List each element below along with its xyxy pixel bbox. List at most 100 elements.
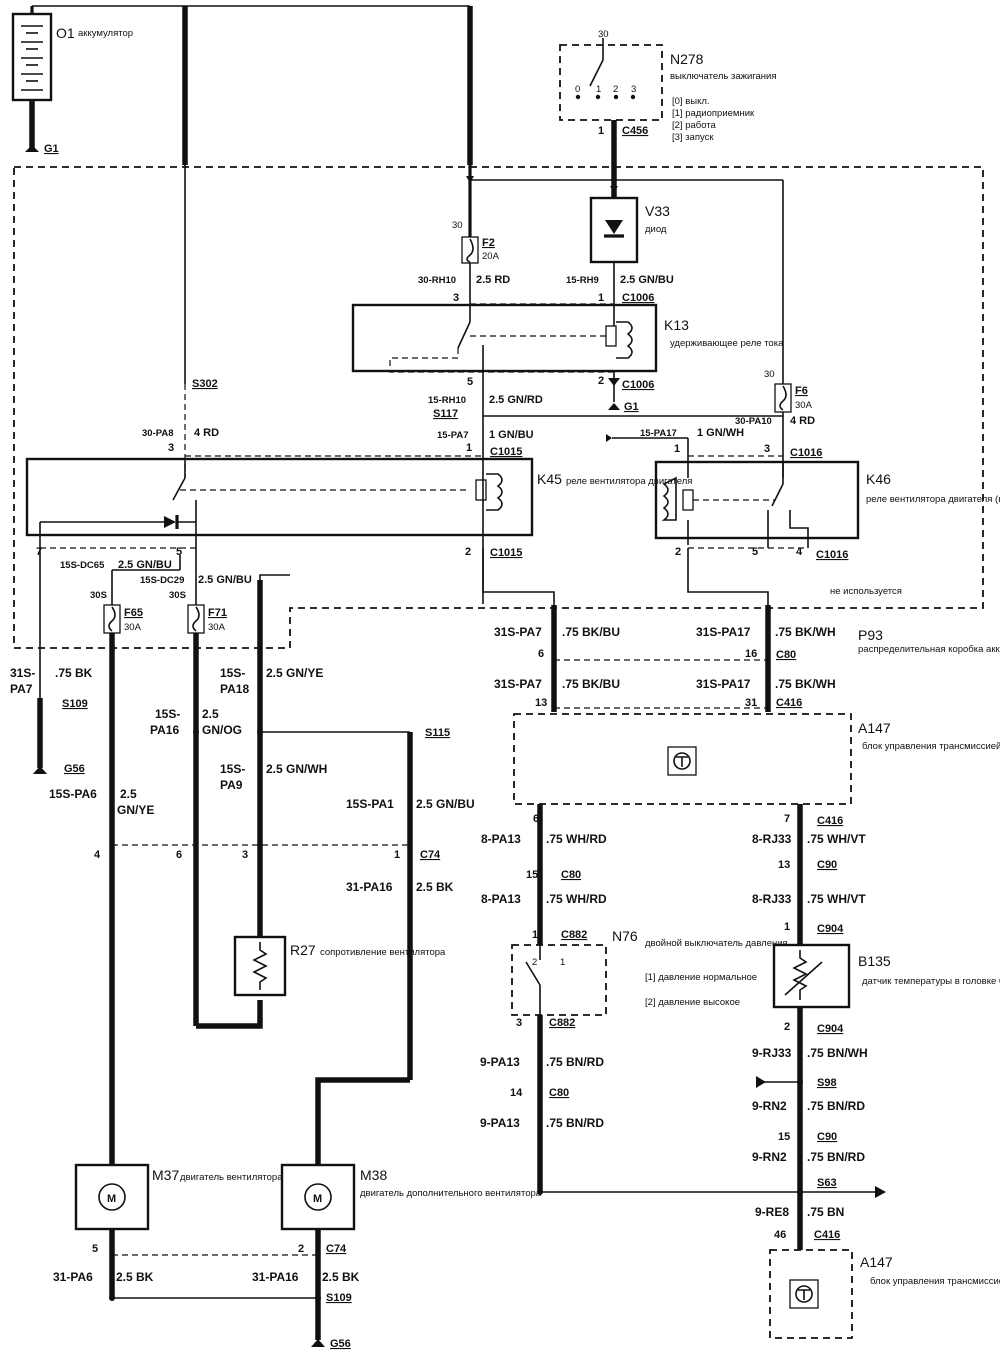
svg-text:30: 30	[598, 29, 609, 40]
battery-name: аккумулятор	[78, 28, 133, 39]
svg-text:.75 BK/BU: .75 BK/BU	[562, 625, 620, 639]
svg-text:S98: S98	[817, 1077, 837, 1089]
svg-text:5: 5	[467, 376, 473, 388]
svg-text:15S-PA6: 15S-PA6	[49, 787, 97, 801]
svg-text:диод: диод	[645, 224, 667, 235]
diode-v33: V33 диод	[589, 196, 670, 264]
svg-text:C74: C74	[326, 1243, 347, 1255]
battery-code: O1	[56, 25, 75, 41]
svg-text:2: 2	[598, 375, 604, 387]
relay-k46: K46 реле вентилятора двигателя (высокая …	[654, 456, 1000, 548]
svg-text:3: 3	[242, 849, 248, 861]
svg-text:.75 BN/RD: .75 BN/RD	[546, 1055, 604, 1069]
svg-text:двигатель дополнительного вент: двигатель дополнительного вентилятора	[360, 1188, 542, 1199]
svg-text:2.5 RD: 2.5 RD	[476, 274, 510, 286]
svg-text:V33: V33	[645, 203, 670, 219]
resistor-r27: R27 сопротивление вентилятора	[233, 935, 446, 997]
svg-text:2.5 GN/BU: 2.5 GN/BU	[118, 559, 172, 571]
svg-text:1 GN/WH: 1 GN/WH	[697, 427, 744, 439]
svg-text:.75 WH/VT: .75 WH/VT	[807, 892, 866, 906]
svg-text:2: 2	[532, 957, 537, 968]
fuse-f6: 30 F6 30A	[764, 369, 813, 413]
svg-text:2.5 BK: 2.5 BK	[416, 880, 454, 894]
svg-text:2.5 GN/YE: 2.5 GN/YE	[266, 666, 323, 680]
svg-text:7: 7	[784, 813, 790, 825]
svg-text:4: 4	[94, 849, 101, 861]
svg-text:15: 15	[526, 869, 538, 881]
svg-text:15: 15	[778, 1131, 790, 1143]
svg-text:PA9: PA9	[220, 778, 243, 792]
svg-text:3: 3	[453, 292, 459, 304]
svg-text:2: 2	[465, 546, 471, 558]
svg-text:1: 1	[560, 957, 565, 968]
svg-text:1: 1	[466, 442, 472, 454]
svg-text:двойной выключатель давления: двойной выключатель давления	[645, 938, 788, 949]
svg-text:31-PA16: 31-PA16	[252, 1270, 299, 1284]
svg-text:.75 BN/RD: .75 BN/RD	[807, 1150, 865, 1164]
bjb-p93: P93 распределительная коробка аккумулято…	[858, 627, 1000, 655]
svg-text:C882: C882	[561, 929, 587, 941]
pcm-a147: A147 блок управления трансмиссией (PCM)	[513, 713, 1000, 805]
pressure-switch-n76: 2 1 N76 двойной выключатель давления [1]…	[511, 928, 788, 1016]
svg-text:C1016: C1016	[816, 549, 848, 561]
svg-text:GN/YE: GN/YE	[117, 803, 154, 817]
svg-text:31S-PA17: 31S-PA17	[696, 625, 751, 639]
svg-text:16: 16	[745, 648, 757, 660]
svg-text:2.5 GN/WH: 2.5 GN/WH	[266, 762, 327, 776]
svg-text:S302: S302	[192, 378, 218, 390]
svg-text:9-PA13: 9-PA13	[480, 1116, 520, 1130]
svg-text:30-PA8: 30-PA8	[142, 428, 174, 439]
svg-text:31S-PA7: 31S-PA7	[494, 625, 542, 639]
svg-text:.75 BN/RD: .75 BN/RD	[807, 1099, 865, 1113]
relay-k13: K13 удерживающее реле тока	[351, 303, 784, 380]
svg-text:реле вентилятора двигателя: реле вентилятора двигателя	[566, 476, 692, 487]
svg-text:M: M	[107, 1193, 116, 1205]
svg-text:G56: G56	[64, 763, 85, 775]
svg-text:C904: C904	[817, 923, 844, 935]
svg-text:8-RJ33: 8-RJ33	[752, 832, 792, 846]
svg-text:2.5 GN/RD: 2.5 GN/RD	[489, 394, 543, 406]
fuse-f71: 30S F71 30A	[169, 590, 227, 634]
svg-text:6: 6	[176, 849, 182, 861]
svg-text:1: 1	[784, 921, 790, 933]
svg-text:1 GN/BU: 1 GN/BU	[489, 429, 534, 441]
svg-text:.75 BK/WH: .75 BK/WH	[775, 625, 836, 639]
svg-text:46: 46	[774, 1229, 786, 1241]
svg-text:15-RH10: 15-RH10	[428, 395, 466, 406]
svg-text:5: 5	[176, 546, 182, 558]
svg-text:2: 2	[613, 84, 618, 95]
svg-text:C456: C456	[622, 125, 648, 137]
svg-text:30S: 30S	[90, 590, 107, 601]
svg-text:N278: N278	[670, 51, 704, 67]
svg-text:C80: C80	[776, 649, 796, 661]
svg-text:G56: G56	[330, 1338, 351, 1350]
svg-text:30A: 30A	[208, 622, 226, 633]
svg-text:15S-PA1: 15S-PA1	[346, 797, 394, 811]
svg-text:.75 WH/VT: .75 WH/VT	[807, 832, 866, 846]
svg-text:30: 30	[764, 369, 775, 380]
svg-text:2.5 GN/BU: 2.5 GN/BU	[620, 274, 674, 286]
svg-text:2.5 BK: 2.5 BK	[116, 1270, 154, 1284]
sensor-b135: B135 датчик температуры в головке блока …	[772, 943, 1000, 1009]
svg-text:20A: 20A	[482, 251, 500, 262]
svg-text:сопротивление вентилятора: сопротивление вентилятора	[320, 947, 446, 958]
svg-text:9-RE8: 9-RE8	[755, 1205, 789, 1219]
svg-text:8-PA13: 8-PA13	[481, 832, 521, 846]
svg-text:30-PA10: 30-PA10	[735, 416, 772, 427]
svg-text:2.5 GN/BU: 2.5 GN/BU	[416, 797, 475, 811]
svg-text:A147: A147	[858, 720, 891, 736]
svg-text:F65: F65	[124, 607, 143, 619]
svg-text:.75 BK: .75 BK	[55, 666, 93, 680]
svg-text:15S-: 15S-	[155, 707, 180, 721]
svg-text:C1015: C1015	[490, 547, 522, 559]
svg-text:PA7: PA7	[10, 682, 33, 696]
motor-m37: M M37 двигатель вентилятора	[74, 1163, 283, 1231]
svg-text:S115: S115	[425, 727, 450, 739]
svg-text:3: 3	[764, 443, 770, 455]
fuse-box-outline	[13, 166, 984, 649]
svg-text:8-RJ33: 8-RJ33	[752, 892, 792, 906]
svg-text:14: 14	[510, 1087, 523, 1099]
svg-text:13: 13	[535, 697, 547, 709]
svg-text:C1006: C1006	[622, 379, 654, 391]
